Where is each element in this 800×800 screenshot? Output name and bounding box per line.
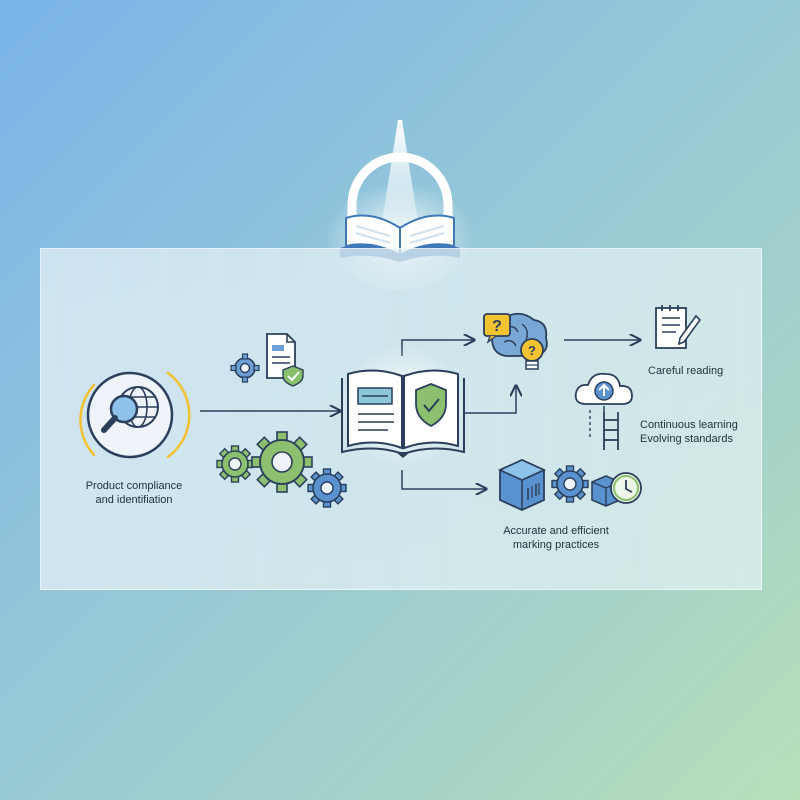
careful-reading-label: Careful reading <box>648 365 724 377</box>
book-shield-icon <box>336 344 470 468</box>
gear-document-check-icon <box>229 330 319 395</box>
thinking-brain-lightbulb-icon: ? ? <box>478 308 558 383</box>
package-gear-clock-icon <box>494 456 650 521</box>
cloud-upload-ladder-icon <box>572 366 642 461</box>
gears-cluster-icon <box>215 431 355 517</box>
marking-label: Accurate and efficient marking practices <box>503 525 609 551</box>
notepad-pen-icon <box>652 302 704 359</box>
compliance-label: Product compliance and identifiation <box>85 480 183 506</box>
magnifier-globe-icon <box>70 355 191 480</box>
learning-label: Continuous learning Evolving standards <box>640 419 738 445</box>
question-mark-glyph: ? <box>492 318 502 335</box>
svg-text:?: ? <box>528 343 536 358</box>
